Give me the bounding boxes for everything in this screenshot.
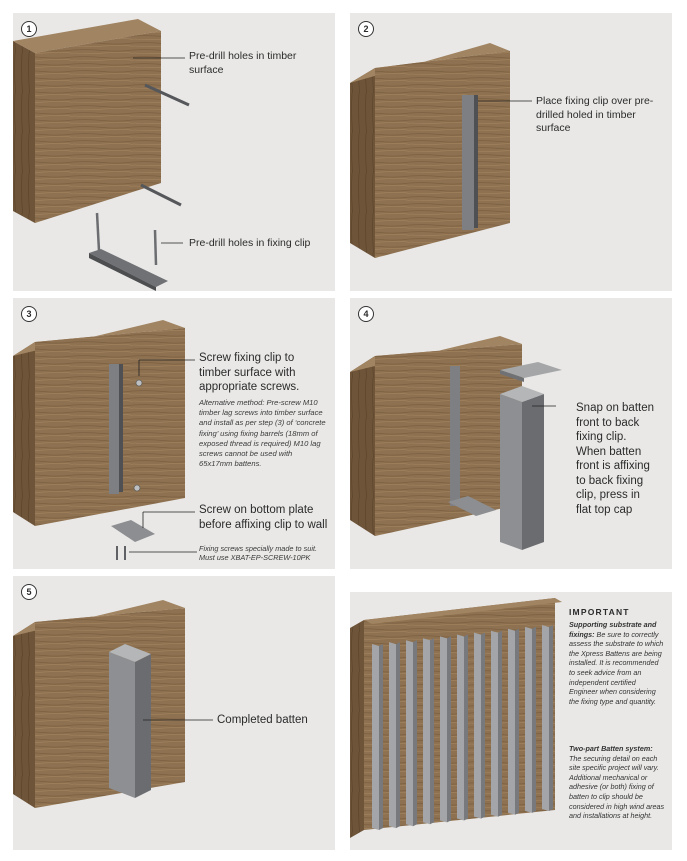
batten-side xyxy=(447,636,451,823)
step-number-badge: 5 xyxy=(21,584,37,600)
step-5-label-a: Completed batten xyxy=(217,714,308,726)
batten-side xyxy=(481,632,485,819)
drill-bit xyxy=(140,183,182,207)
step-number-badge: 3 xyxy=(21,306,37,322)
batten-side xyxy=(464,634,468,821)
step-3-alt-method: Alternative method: Pre-screw M10 timber… xyxy=(199,398,326,469)
step-5-illustration xyxy=(13,600,213,808)
step-5-panel: 5 Completed batten xyxy=(13,576,335,850)
timber-block-top xyxy=(350,336,522,372)
batten-front xyxy=(406,640,413,827)
completed-batten-side xyxy=(135,654,151,798)
step-3-label-a: Screw fixing clip to timber surface with… xyxy=(199,352,300,393)
timber-block-side xyxy=(13,41,35,223)
batten-side xyxy=(430,638,434,825)
timber-block-side xyxy=(13,622,35,808)
step-4-label-a: Snap on batten front to back fixing clip… xyxy=(576,402,655,516)
batten-front xyxy=(389,642,396,829)
step-2-label-a: Place fixing clip over pre-drilled holed… xyxy=(536,95,654,134)
fixing-clip xyxy=(89,249,168,287)
batten-row xyxy=(372,625,553,830)
step-number-badge: 1 xyxy=(21,21,37,37)
screw xyxy=(153,229,158,266)
step-1-panel: 1 Pre-drill holes in timber surface Pre-… xyxy=(13,13,335,291)
screw-head xyxy=(133,484,141,492)
step-3-label-b: Screw on bottom plate before affixing cl… xyxy=(199,504,328,531)
fixing-clip xyxy=(450,366,460,506)
batten-system-body: The securing detail on each site specifi… xyxy=(569,753,665,821)
batten-front xyxy=(457,634,464,821)
fixing-clip xyxy=(109,364,119,494)
screw xyxy=(95,212,101,252)
step-4-illustration xyxy=(350,336,562,550)
step-2-illustration xyxy=(350,43,532,258)
timber-block-front xyxy=(375,344,522,536)
bottom-plate xyxy=(448,496,496,516)
batten-side xyxy=(549,625,553,811)
batten-side xyxy=(532,626,536,813)
top-cap xyxy=(500,362,562,378)
fixing-clip xyxy=(462,95,474,230)
batten-front xyxy=(542,625,549,811)
step-1-label-a: Pre-drill holes in timber surface xyxy=(189,50,297,76)
batten-front xyxy=(423,638,430,825)
substrate-heading: Supporting substrate and fixings: xyxy=(569,620,657,639)
batten-front xyxy=(372,644,379,830)
timber-block-top xyxy=(13,19,161,53)
important-batten-note: Two-part Batten system: The securing det… xyxy=(569,744,665,821)
batten-front-face xyxy=(500,394,522,550)
step-1-illustration xyxy=(13,19,190,291)
batten-side xyxy=(413,640,417,827)
step-3-illustration xyxy=(13,320,197,560)
batten-front xyxy=(440,636,447,823)
important-substrate-note: Supporting substrate and fixings: Be sur… xyxy=(569,620,665,706)
timber-block-front xyxy=(375,51,510,258)
step-number-badge: 4 xyxy=(358,306,374,322)
completed-batten-face xyxy=(109,652,135,798)
battens-installed-illustration xyxy=(350,598,562,838)
timber-block-top xyxy=(13,320,185,356)
timber-block-side xyxy=(13,342,35,526)
step-1-label-b: Pre-drill holes in fixing clip xyxy=(189,237,311,249)
step-3-screw-note: Fixing screws specially made to suit. Mu… xyxy=(199,544,318,563)
substrate-body: Be sure to correctly assess the substrat… xyxy=(569,629,664,706)
drill-bit xyxy=(144,83,190,107)
step-2-panel: 2 Place fixing clip over pre-drilled hol… xyxy=(350,13,672,291)
step-3-panel: 3 Screw fixing clip to timber surface wi… xyxy=(13,298,335,569)
batten-side xyxy=(379,644,383,830)
timber-block-front xyxy=(35,31,161,223)
step-4-panel: 4 Snap on batten front to back fixing cl… xyxy=(350,298,672,569)
screw-head xyxy=(135,379,143,387)
batten-side xyxy=(396,642,400,829)
fixing-clip-edge xyxy=(89,253,156,291)
bottom-plate xyxy=(111,520,155,542)
important-title: IMPORTANT xyxy=(569,607,630,617)
batten-system-heading: Two-part Batten system: xyxy=(569,744,653,753)
timber-block-top xyxy=(13,600,185,636)
batten-front xyxy=(525,626,532,813)
batten-front-side xyxy=(522,394,544,550)
batten-side xyxy=(498,630,502,817)
batten-front xyxy=(491,630,498,817)
timber-block-top xyxy=(350,43,510,83)
step-number-badge: 2 xyxy=(358,21,374,37)
timber-block-side xyxy=(350,356,375,536)
batten-front xyxy=(508,628,515,815)
important-panel: IMPORTANT Supporting substrate and fixin… xyxy=(350,592,672,850)
timber-block-side xyxy=(350,68,375,258)
batten-front xyxy=(474,632,481,819)
batten-side xyxy=(515,628,519,815)
timber-wall-side xyxy=(350,620,364,838)
